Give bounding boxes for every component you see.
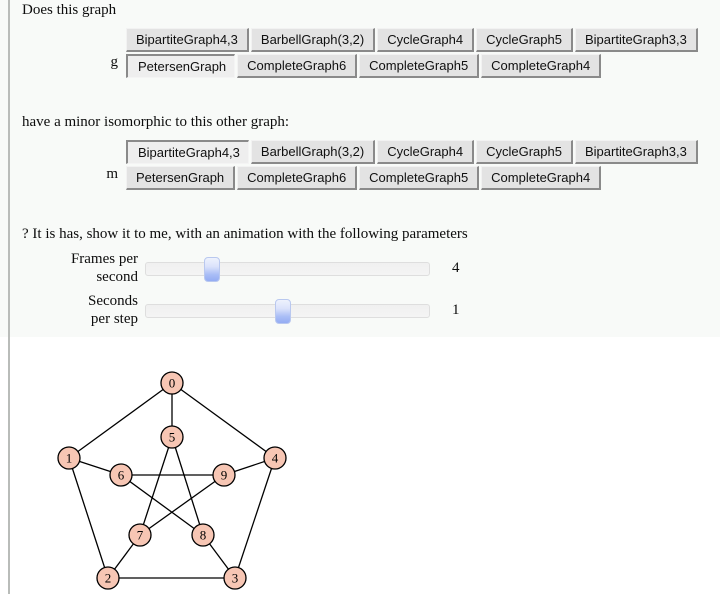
graph-edge-7-9 [139, 474, 225, 536]
graph-node-0: 0 [160, 371, 184, 395]
setter-button-m-completegraph6[interactable]: CompleteGraph6 [237, 166, 358, 190]
cell-bracket-rail-output [8, 337, 10, 594]
slider-track-frames-per-second[interactable] [145, 262, 430, 276]
setter-button-g-bipartitegraph3-3[interactable]: BipartiteGraph3,3 [574, 28, 698, 52]
setter-label-m: m [106, 166, 118, 182]
graph-edge-0-4 [171, 382, 276, 459]
setter-button-g-cyclegraph4[interactable]: CycleGraph4 [377, 28, 475, 52]
slider-label-seconds-per-step: Seconds per step [6, 292, 138, 328]
slider-value-frames-per-second: 4 [452, 260, 460, 276]
prompt-line-2: have a minor isomorphic to this other gr… [22, 114, 290, 130]
graph-node-9: 9 [212, 463, 236, 487]
setter-label-g: g [110, 54, 119, 70]
setter-button-m-barbellgraph-3-2[interactable]: BarbellGraph(3,2) [250, 140, 376, 164]
graph-node-label-6: 6 [118, 468, 125, 483]
setter-button-g-barbellgraph-3-2[interactable]: BarbellGraph(3,2) [250, 28, 376, 52]
prompt-line-3: ? It is has, show it to me, with an anim… [22, 226, 468, 242]
graph-node-circle-7 [128, 523, 152, 547]
graph-node-circle-0 [160, 371, 184, 395]
slider-thumb-seconds-per-step[interactable] [275, 299, 292, 324]
graph-edge-1-2 [68, 457, 109, 579]
graph-edge-6-8 [120, 474, 204, 536]
prompt-line-1: Does this graph [22, 2, 117, 18]
graph-node-6: 6 [109, 463, 133, 487]
slider-label-line2: per step [90, 311, 138, 327]
graph-node-circle-9 [212, 463, 236, 487]
graph-edge-5-8 [171, 436, 204, 536]
graph-node-label-8: 8 [200, 528, 207, 543]
setter-button-m-cyclegraph5[interactable]: CycleGraph5 [476, 140, 573, 164]
graph-output-area: 0 1 2 3 4 5 6 7 8 9 [20, 337, 720, 594]
graph-node-5: 5 [160, 425, 184, 449]
setter-button-g-completegraph5[interactable]: CompleteGraph5 [359, 54, 480, 78]
graph-node-label-5: 5 [169, 430, 176, 445]
slider-seconds-per-step[interactable] [145, 299, 430, 324]
graph-node-circle-8 [191, 523, 215, 547]
graph-node-label-2: 2 [105, 571, 112, 586]
slider-frames-per-second[interactable] [145, 257, 430, 282]
setter-button-m-completegraph5[interactable]: CompleteGraph5 [359, 166, 480, 190]
slider-label-line2: second [96, 269, 138, 285]
graph-node-label-4: 4 [272, 451, 279, 466]
setter-button-m-petersengraph[interactable]: PetersenGraph [126, 166, 236, 190]
graph-edge-3-4 [234, 457, 276, 579]
slider-label-frames-per-second: Frames per second [6, 250, 138, 286]
setter-button-m-bipartitegraph3-3[interactable]: BipartiteGraph3,3 [574, 140, 698, 164]
setter-button-g-completegraph6[interactable]: CompleteGraph6 [237, 54, 358, 78]
graph-node-circle-5 [160, 425, 184, 449]
graph-node-circle-2 [96, 566, 120, 590]
manipulate-panel: Does this graph have a minor isomorphic … [0, 0, 720, 337]
setter-button-m-completegraph4[interactable]: CompleteGraph4 [481, 166, 602, 190]
graph-edge-0-1 [68, 382, 173, 459]
graph-node-circle-3 [223, 566, 247, 590]
graph-node-circle-4 [263, 446, 287, 470]
cell-bracket-rail-input [8, 0, 10, 337]
graph-node-label-1: 1 [66, 451, 73, 466]
petersen-graph-figure: 0 1 2 3 4 5 6 7 8 9 [57, 371, 287, 590]
setter-button-g-cyclegraph5[interactable]: CycleGraph5 [476, 28, 573, 52]
graph-node-7: 7 [128, 523, 152, 547]
graph-node-1: 1 [57, 446, 81, 470]
graph-node-label-9: 9 [221, 468, 228, 483]
setter-button-m-bipartitegraph4-3[interactable]: BipartiteGraph4,3 [126, 140, 249, 164]
graph-node-3: 3 [223, 566, 247, 590]
slider-value-seconds-per-step: 1 [452, 302, 460, 318]
graph-node-circle-1 [57, 446, 81, 470]
graph-node-label-0: 0 [169, 376, 176, 391]
setter-button-m-cyclegraph4[interactable]: CycleGraph4 [377, 140, 475, 164]
slider-label-line1: Seconds [88, 293, 138, 309]
graph-edges [68, 382, 276, 579]
slider-label-line1: Frames per [70, 251, 138, 267]
graph-edge-5-7 [139, 436, 173, 536]
slider-row-seconds-per-step: Seconds per step 1 [0, 292, 720, 334]
setter-button-g-bipartitegraph4-3[interactable]: BipartiteGraph4,3 [126, 28, 249, 52]
slider-thumb-frames-per-second[interactable] [204, 257, 221, 282]
graph-node-4: 4 [263, 446, 287, 470]
graph-node-circle-6 [109, 463, 133, 487]
setter-button-g-completegraph4[interactable]: CompleteGraph4 [481, 54, 602, 78]
graph-node-2: 2 [96, 566, 120, 590]
graph-node-label-7: 7 [137, 528, 144, 543]
graph-nodes: 0 1 2 3 4 5 6 7 8 9 [57, 371, 287, 590]
setter-button-g-petersengraph[interactable]: PetersenGraph [126, 54, 236, 78]
graph-node-8: 8 [191, 523, 215, 547]
slider-row-frames-per-second: Frames per second 4 [0, 250, 720, 292]
graph-node-label-3: 3 [232, 571, 239, 586]
